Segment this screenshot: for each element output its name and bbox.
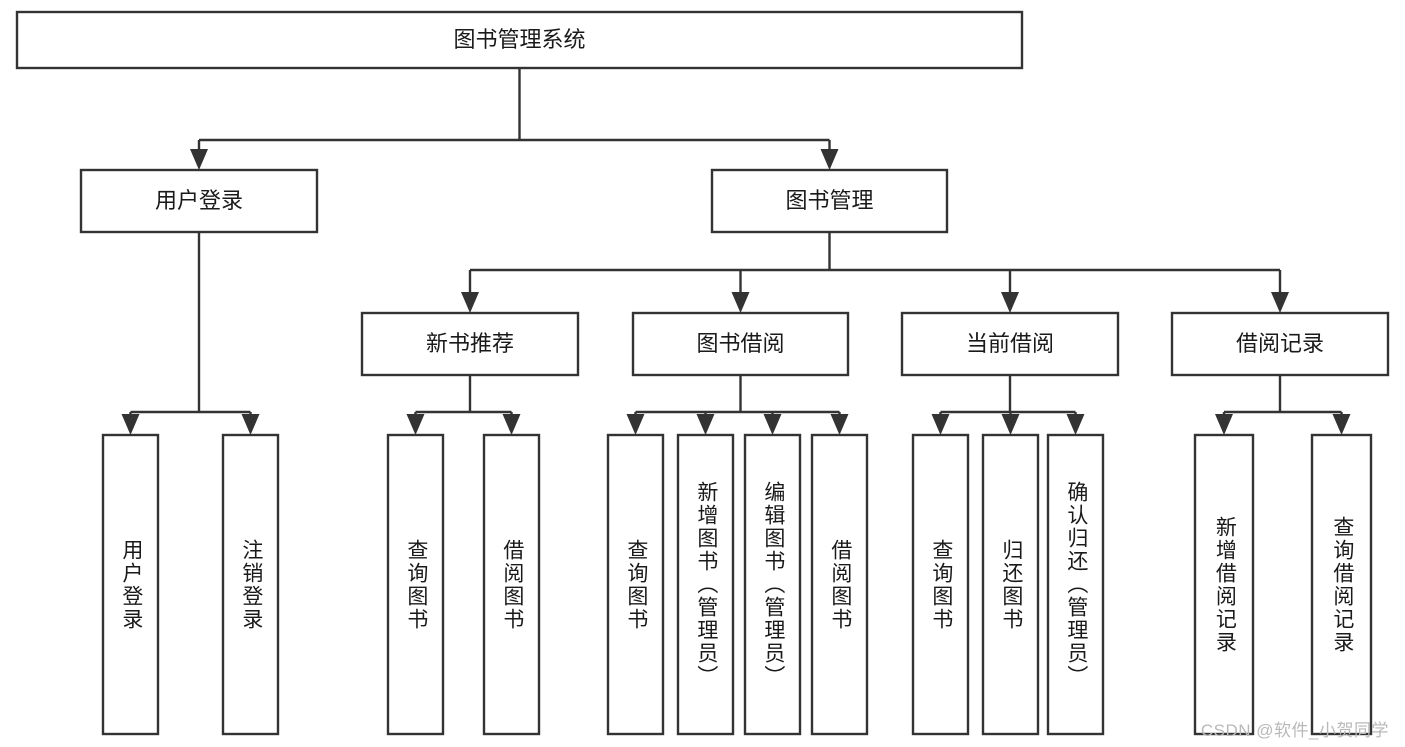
arrow-head-leaf-borrow-book	[830, 414, 849, 435]
node-box-user-login[interactable]	[79, 168, 319, 234]
node-box-leaf-query-book-borrow[interactable]	[606, 433, 665, 736]
node-box-leaf-borrow-book-new[interactable]	[482, 433, 541, 736]
arrow-head-book-borrow	[731, 292, 750, 313]
arrow-head-leaf-edit-book-admin	[763, 414, 782, 435]
arrow-head-new-book-recommend	[461, 292, 479, 313]
node-label-borrow-record: 借阅记录	[1236, 331, 1324, 356]
node-label-current-borrow: 当前借阅	[966, 331, 1054, 356]
node-box-leaf-add-book-admin[interactable]	[676, 433, 735, 736]
arrow-head-leaf-query-book-cur	[931, 414, 950, 435]
arrow-head-book-management	[820, 149, 839, 170]
arrow-head-current-borrow	[1001, 292, 1019, 313]
arrow-head-user-login	[190, 149, 208, 170]
arrow-head-leaf-return-book	[1001, 414, 1020, 435]
node-box-leaf-query-book-new[interactable]	[386, 433, 445, 736]
node-label-new-book-recommend: 新书推荐	[426, 331, 514, 356]
node-box-leaf-query-book-cur[interactable]	[911, 433, 970, 736]
arrow-head-leaf-confirm-return	[1066, 414, 1085, 435]
arrow-head-leaf-add-record	[1215, 414, 1233, 435]
node-box-leaf-query-record[interactable]	[1310, 433, 1373, 736]
node-box-leaf-user-login[interactable]	[101, 433, 160, 736]
node-box-leaf-add-record[interactable]	[1193, 433, 1255, 736]
arrow-head-leaf-query-record	[1332, 414, 1351, 435]
node-box-root[interactable]	[15, 10, 1024, 70]
node-label-book-borrow: 图书借阅	[696, 331, 784, 356]
node-label-root: 图书管理系统	[453, 27, 585, 52]
arrow-head-leaf-user-login	[121, 414, 140, 435]
connector-edges	[121, 68, 1351, 435]
node-box-book-management[interactable]	[710, 168, 949, 234]
node-box-leaf-logout[interactable]	[221, 433, 280, 736]
arrow-head-leaf-query-book-borrow	[626, 414, 645, 435]
node-box-new-book-recommend[interactable]	[360, 311, 580, 377]
node-box-borrow-record[interactable]	[1170, 311, 1390, 377]
arrow-head-leaf-query-book-new	[406, 414, 425, 435]
arrow-head-leaf-borrow-book-new	[502, 414, 521, 435]
arrow-head-leaf-add-book-admin	[696, 414, 715, 435]
node-box-current-borrow[interactable]	[900, 311, 1120, 377]
watermark-text: CSDN @软件_小贺同学	[1200, 721, 1389, 740]
node-box-leaf-borrow-book[interactable]	[810, 433, 869, 736]
node-box-book-borrow[interactable]	[631, 311, 850, 377]
node-boxes	[15, 10, 1390, 736]
node-label-user-login: 用户登录	[155, 188, 243, 213]
node-label-book-management: 图书管理	[785, 188, 873, 213]
arrow-head-leaf-logout	[241, 414, 260, 435]
node-box-leaf-confirm-return[interactable]	[1046, 433, 1105, 736]
node-box-leaf-return-book[interactable]	[981, 433, 1040, 736]
arrow-head-borrow-record	[1271, 292, 1289, 313]
node-box-leaf-edit-book-admin[interactable]	[743, 433, 802, 736]
